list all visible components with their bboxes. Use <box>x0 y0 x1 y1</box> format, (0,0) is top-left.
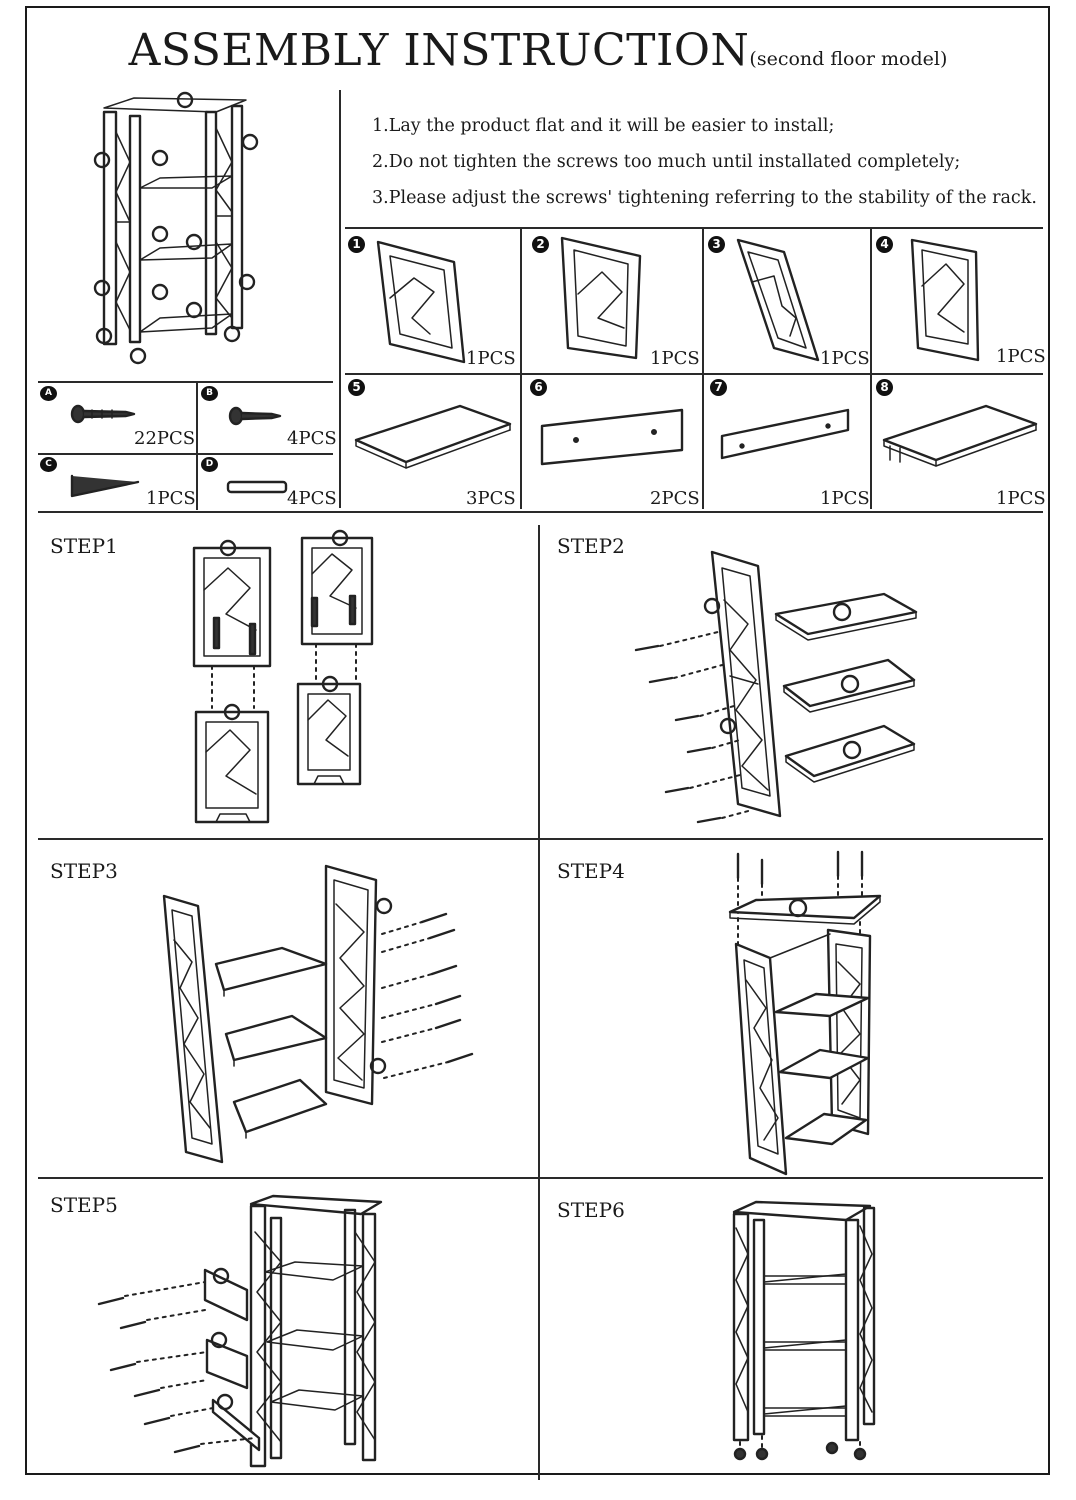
step-5-label: STEP5 <box>50 1193 118 1217</box>
shelf-board-icon <box>354 404 512 469</box>
hardware-a-marker: A <box>40 386 57 401</box>
part-3-qty: 1PCS <box>820 348 870 369</box>
part-6-qty: 2PCS <box>650 488 700 509</box>
note-1: 1.Lay the product flat and it will be ea… <box>372 116 835 136</box>
divider-parts-bottom <box>38 511 1043 513</box>
assembled-shelf-overview <box>93 91 259 365</box>
hardware-b-marker: B <box>201 386 218 401</box>
top-board-icon <box>882 404 1038 467</box>
part-4-qty: 1PCS <box>996 346 1046 367</box>
part-7-marker: 7 <box>710 379 727 396</box>
note-3: 3.Please adjust the screws' tightening r… <box>372 188 1037 208</box>
hardware-a-qty: 22PCS <box>134 428 196 449</box>
note-2: 2.Do not tighten the screws too much unt… <box>372 152 961 172</box>
hardware-d-marker: D <box>201 457 218 472</box>
divider-hardware <box>38 381 333 383</box>
side-frame-icon <box>376 240 466 364</box>
allen-key-icon <box>70 474 140 498</box>
part-2-marker: 2 <box>532 236 549 253</box>
step-6-diagram <box>732 1200 876 1461</box>
hardware-c-qty: 1PCS <box>146 488 196 509</box>
part-7-qty: 1PCS <box>820 488 870 509</box>
step-6-label: STEP6 <box>557 1198 625 1222</box>
foot-pad-icon <box>226 480 288 494</box>
part-5-marker: 5 <box>348 379 365 396</box>
step-1-diagram <box>192 529 374 824</box>
part-5-qty: 3PCS <box>466 488 516 509</box>
hardware-b-qty: 4PCS <box>287 428 337 449</box>
title-block: ASSEMBLY INSTRUCTION(second floor model) <box>0 25 1076 76</box>
divider-parts-row <box>345 373 1043 375</box>
divider-hardware-col <box>196 383 198 510</box>
hardware-c-marker: C <box>40 457 57 472</box>
step-2-label: STEP2 <box>557 534 625 558</box>
step-3-label: STEP3 <box>50 859 118 883</box>
side-frame-icon <box>910 238 980 362</box>
divider-step-row-2 <box>38 1177 1043 1179</box>
short-screw-icon <box>228 406 282 426</box>
divider-notes <box>345 227 1043 229</box>
part-1-marker: 1 <box>348 236 365 253</box>
step-3-diagram <box>162 864 474 1164</box>
narrow-rail-icon <box>720 408 850 460</box>
back-rail-icon <box>540 408 684 466</box>
part-2-qty: 1PCS <box>650 348 700 369</box>
side-frame-icon <box>736 238 820 362</box>
divider-parts-col-3 <box>870 229 872 509</box>
step-2-diagram <box>634 550 918 824</box>
part-8-qty: 1PCS <box>996 488 1046 509</box>
side-frame-icon <box>560 236 642 360</box>
part-6-marker: 6 <box>530 379 547 396</box>
page-title: ASSEMBLY INSTRUCTION <box>128 25 750 76</box>
divider-steps <box>538 525 540 1480</box>
step-5-diagram <box>97 1194 383 1468</box>
page-subtitle: (second floor model) <box>749 48 948 70</box>
divider-overview <box>339 90 341 508</box>
divider-parts-col-1 <box>520 229 522 509</box>
step-4-diagram <box>728 850 882 1176</box>
divider-hardware-row <box>38 453 333 455</box>
instruction-sheet <box>25 6 1050 1475</box>
part-3-marker: 3 <box>708 236 725 253</box>
step-4-label: STEP4 <box>557 859 625 883</box>
hardware-d-qty: 4PCS <box>287 488 337 509</box>
divider-parts-col-2 <box>702 229 704 509</box>
part-8-marker: 8 <box>876 379 893 396</box>
assembly-notes: 1.Lay the product flat and it will be ea… <box>372 108 1037 216</box>
divider-step-row-1 <box>38 838 1043 840</box>
part-4-marker: 4 <box>876 236 893 253</box>
part-1-qty: 1PCS <box>466 348 516 369</box>
step-1-label: STEP1 <box>50 534 118 558</box>
long-screw-icon <box>70 404 136 424</box>
